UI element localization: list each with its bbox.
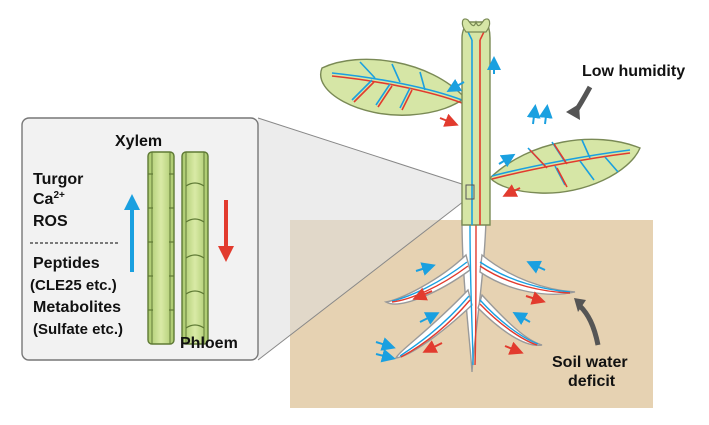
flow-arrows xyxy=(375,56,553,363)
sulfate-label: (Sulfate etc.) xyxy=(33,321,123,338)
soil-water-deficit-label-line2: deficit xyxy=(568,373,616,390)
callout-connector xyxy=(258,118,468,360)
xylem-label: Xylem xyxy=(115,133,162,150)
upper-left-leaf xyxy=(319,58,467,116)
phloem-vessel xyxy=(181,151,209,345)
ros-label: ROS xyxy=(33,213,68,230)
peptides-label: Peptides xyxy=(33,255,100,272)
soil-water-deficit-arrow xyxy=(578,304,601,346)
low-humidity-label: Low humidity xyxy=(582,63,685,80)
magnified-section-marker xyxy=(465,184,475,200)
metabolites-label: Metabolites xyxy=(33,299,121,316)
soil-water-deficit-label-line1: Soil water xyxy=(552,354,628,371)
ca-label: Ca2+ xyxy=(33,190,65,208)
turgor-label: Turgor xyxy=(33,171,83,188)
xylem-vessel xyxy=(147,151,175,345)
shoot-tip xyxy=(461,18,491,33)
right-leaf xyxy=(488,138,641,194)
phloem-label: Phloem xyxy=(180,335,238,352)
cle25-label: (CLE25 etc.) xyxy=(30,277,117,294)
